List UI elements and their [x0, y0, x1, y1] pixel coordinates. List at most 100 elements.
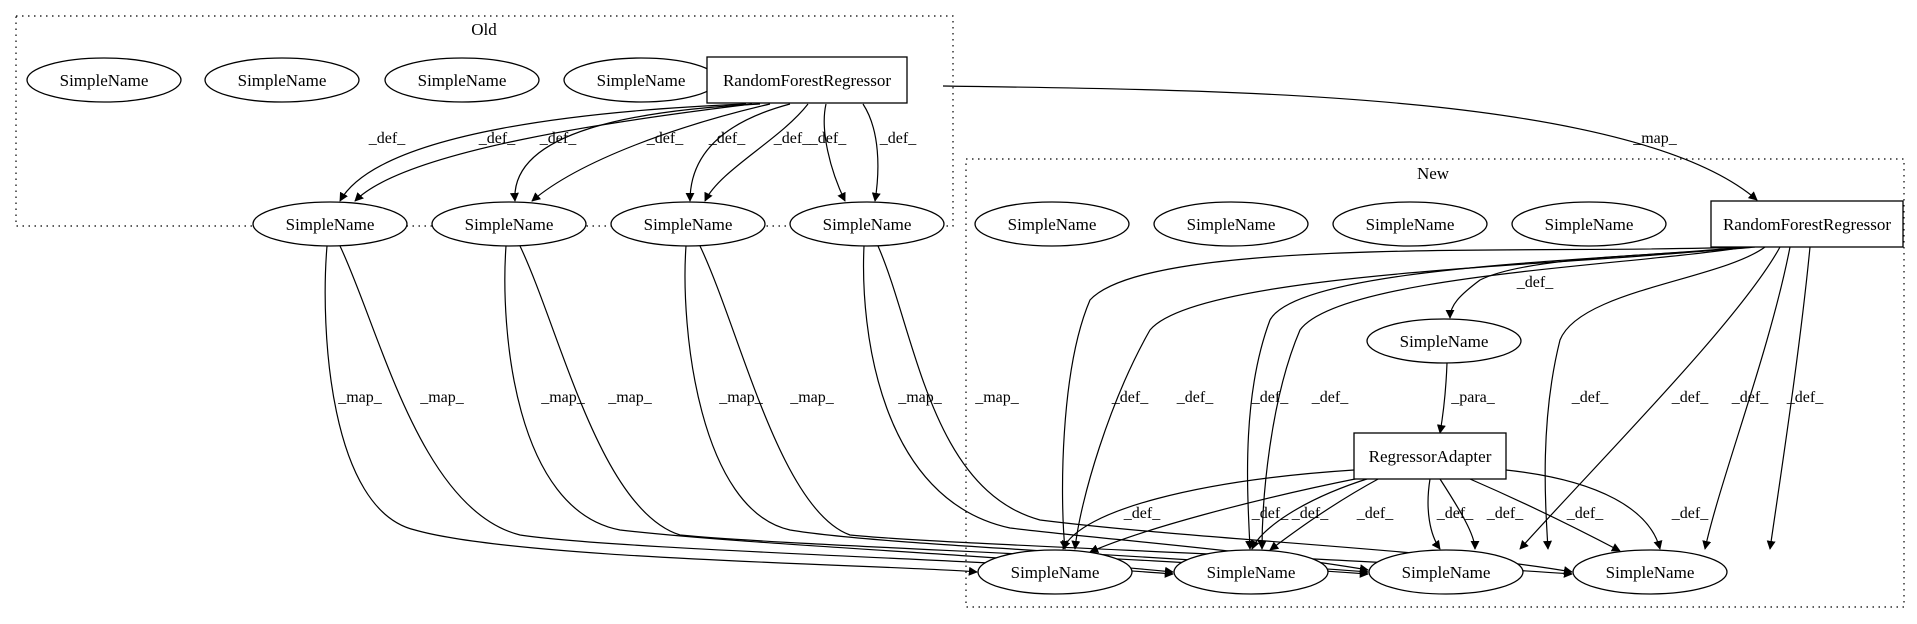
edge-label: _def_ [539, 130, 577, 147]
edge-n_ra-to-n_b2 [1269, 477, 1381, 551]
node-n-b1: SimpleName [977, 549, 1133, 595]
edge-o_s1-to-n_b1 [324, 245, 978, 576]
edge-label: _def_ [1486, 505, 1524, 522]
edge-n_ra-to-n_b3 [1439, 478, 1480, 550]
node-ellipse-shape [974, 201, 1130, 247]
node-ellipse-shape [26, 57, 182, 103]
node-ellipse-shape [1366, 318, 1522, 364]
node-o-rfr: RandomForestRegressor [706, 56, 908, 104]
edge-label: _def_ [879, 130, 917, 147]
node-ellipse-shape [610, 201, 766, 247]
node-label: SimpleName [597, 71, 686, 90]
edge-n_rfr-to-n_b4 [1702, 246, 1791, 550]
node-box-shape [706, 56, 908, 104]
node-n-u1: SimpleName [974, 201, 1130, 247]
node-label: SimpleName [238, 71, 327, 90]
edge-n_ra-to-n_b4 [1505, 469, 1663, 550]
edge-o_rfr-to-o_s2 [509, 103, 761, 202]
node-label: SimpleName [1400, 332, 1489, 351]
node-n-u4: SimpleName [1511, 201, 1667, 247]
node-ellipse-shape [1368, 549, 1524, 595]
edge-label: _def_ [1311, 389, 1349, 406]
cluster-new-border [965, 158, 1905, 608]
node-ellipse-shape [384, 57, 540, 103]
node-o-s2: SimpleName [431, 201, 587, 247]
edge-label: _def_ [1516, 274, 1554, 291]
edge-label: _def_ [368, 130, 406, 147]
edge-n_rfr-to-n_b1 [1059, 246, 1743, 550]
node-label: SimpleName [1008, 215, 1097, 234]
edge-label: _def_ [1111, 389, 1149, 406]
node-label: RandomForestRegressor [1723, 215, 1891, 234]
edge-label: _map_ [718, 389, 764, 406]
node-label: SimpleName [1606, 563, 1695, 582]
edge-n_ra-to-n_b1 [1089, 477, 1361, 553]
node-label: SimpleName [1545, 215, 1634, 234]
node-o-s1: SimpleName [252, 201, 408, 247]
node-ellipse-shape [204, 57, 360, 103]
edge-label: _def_ [1123, 505, 1161, 522]
edge-o_rfr-to-o_s1 [339, 103, 747, 202]
node-ellipse-shape [1572, 549, 1728, 595]
node-ellipse-shape [789, 201, 945, 247]
node-o-u2: SimpleName [204, 57, 360, 103]
edges [324, 85, 1811, 578]
cluster-new-label: New [1417, 164, 1450, 183]
edge-o_s1-to-n_b2 [339, 245, 1174, 578]
node-ellipse-shape [977, 549, 1133, 595]
edge-n_rfr-to-n_b3 [1519, 246, 1781, 550]
edge-label: _map_ [897, 389, 943, 406]
edge-label: _def_ [1786, 389, 1824, 406]
edge-o_s2-to-n_b2 [504, 245, 1174, 576]
node-ellipse-shape [252, 201, 408, 247]
edge-label: _def_ [1436, 505, 1474, 522]
edge-n_rfr-to-n_b4 [1766, 246, 1811, 550]
edge-label: _def_ [1571, 389, 1609, 406]
edge-label: _map_ [607, 389, 653, 406]
edge-label: _def_ [1176, 389, 1214, 406]
edge-label: _def_ [1356, 505, 1394, 522]
edge-n_ra-to-n_b1 [1062, 469, 1355, 550]
edge-n_ra-to-n_b3 [1427, 478, 1441, 550]
node-n-b3: SimpleName [1368, 549, 1524, 595]
node-n-sm: SimpleName [1366, 318, 1522, 364]
node-label: SimpleName [418, 71, 507, 90]
node-n-rfr: RandomForestRegressor [1710, 200, 1904, 248]
cluster-old-border [15, 15, 954, 227]
node-box-shape [1710, 200, 1904, 248]
edge-o_rfr-to-n_rfr [942, 85, 1758, 201]
node-n-u2: SimpleName [1153, 201, 1309, 247]
edge-n_sm-to-n_ra [1436, 362, 1448, 434]
edge-n_ra-to-n_b4 [1469, 478, 1621, 552]
edge-label: _map_ [419, 389, 465, 406]
edge-label: _def_ [1671, 505, 1709, 522]
edge-label: _def_ [773, 130, 811, 147]
node-ellipse-shape [1153, 201, 1309, 247]
edge-label: _map_ [540, 389, 586, 406]
edge-o_rfr-to-o_s3 [685, 103, 791, 202]
edge-label: _def_ [646, 130, 684, 147]
node-label: SimpleName [1207, 563, 1296, 582]
cluster-new: New [965, 158, 1905, 608]
edge-o_rfr-to-o_s4 [823, 103, 846, 202]
node-label: SimpleName [1366, 215, 1455, 234]
edge-o_rfr-to-o_s1 [354, 103, 753, 202]
edge-label: _def_ [1291, 505, 1329, 522]
cluster-old-label: Old [471, 20, 497, 39]
edge-label: _def_ [1566, 505, 1604, 522]
edge-o_s3-to-n_b4 [699, 245, 1573, 578]
edge-o_s4-to-n_b4 [877, 245, 1573, 575]
edge-n_rfr-to-n_b3 [1543, 246, 1766, 550]
node-label: RegressorAdapter [1369, 447, 1492, 466]
edge-label: _map_ [1632, 130, 1678, 147]
edge-labels: _def_ _def_ _def_ _def_ _def_ _def_ _def_ _def_… [337, 130, 1824, 522]
node-n-b4: SimpleName [1572, 549, 1728, 595]
node-label: SimpleName [1011, 563, 1100, 582]
node-label: SimpleName [465, 215, 554, 234]
edge-o_rfr-to-o_s3 [704, 103, 809, 202]
node-o-s4: SimpleName [789, 201, 945, 247]
edge-label: _para_ [1450, 389, 1496, 406]
node-ellipse-shape [1332, 201, 1488, 247]
cluster-old: Old [15, 15, 954, 227]
